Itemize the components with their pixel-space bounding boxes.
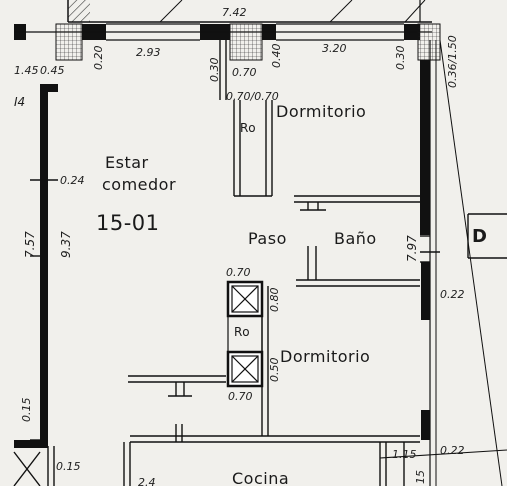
dim-top-overall: 7.42 (222, 6, 247, 19)
dim-bottom-015a: 0.15 (20, 398, 33, 423)
room-label-kitchen: Cocina (232, 469, 289, 486)
dim-closet-h2: 0.50 (268, 358, 281, 383)
section-letter: D (472, 226, 487, 247)
dim-closet-w-top: 0.70 (226, 266, 251, 279)
room-label-living-2: comedor (102, 175, 176, 194)
dim-wall-left-thk: 0.45 (40, 64, 65, 77)
room-label-bedroom-bottom: Dormitorio (280, 347, 370, 366)
column-hatch-left (55, 23, 83, 61)
dim-wall-024: 0.24 (60, 174, 85, 187)
dim-left-inner: 9.37 (59, 231, 73, 258)
closet-units (226, 280, 264, 388)
dim-corner-top-right: 0.36/1.50 (446, 35, 459, 88)
column-hatch-right (417, 23, 441, 61)
dim-left-outer: 7.57 (23, 231, 37, 258)
dim-wall-v4: 0.40 (270, 44, 283, 69)
dim-corner-top-left: 1.45 (14, 64, 39, 77)
section-marker (379, 39, 507, 486)
dim-bottom-015b: 0.15 (56, 460, 81, 473)
axis-marker: I4 (14, 95, 25, 109)
dim-closet-h: 0.80 (268, 288, 281, 313)
closet-mark-bottom: Ro (234, 325, 250, 339)
unit-code: 15-01 (96, 211, 160, 235)
dim-top-right: 3.20 (322, 42, 347, 55)
dim-closet-w-bot: 0.70 (228, 390, 253, 403)
room-label-bedroom-top: Dormitorio (276, 102, 366, 121)
room-label-hall: Paso (248, 229, 287, 248)
dim-right-wall: 7.97 (405, 235, 419, 262)
interior-walls (13, 40, 440, 486)
column-hatch-mid (229, 23, 263, 61)
outer-walls (14, 23, 437, 486)
dim-wall-v3: 0.70 (232, 66, 257, 79)
closet-mark-top: Ro (240, 121, 256, 135)
dim-wall-v1: 0.20 (92, 46, 105, 71)
room-label-bath: Baño (334, 229, 377, 248)
dim-wall-v5: 0.30 (394, 46, 407, 71)
dim-right-022a: 0.22 (440, 288, 465, 301)
dim-bottom-15: 15 (414, 470, 427, 484)
dim-bottom-115: 1.15 (392, 448, 417, 461)
balcony-strip (67, 0, 432, 23)
dim-door-top: 0.70/0.70 (226, 90, 279, 103)
room-label-living-1: Estar (105, 153, 149, 172)
dim-right-022b: 0.22 (440, 444, 465, 457)
dim-bottom-left-partial: 2.4 (138, 476, 156, 486)
dim-top-left: 2.93 (136, 46, 161, 59)
dim-wall-v2: 0.30 (208, 58, 221, 83)
